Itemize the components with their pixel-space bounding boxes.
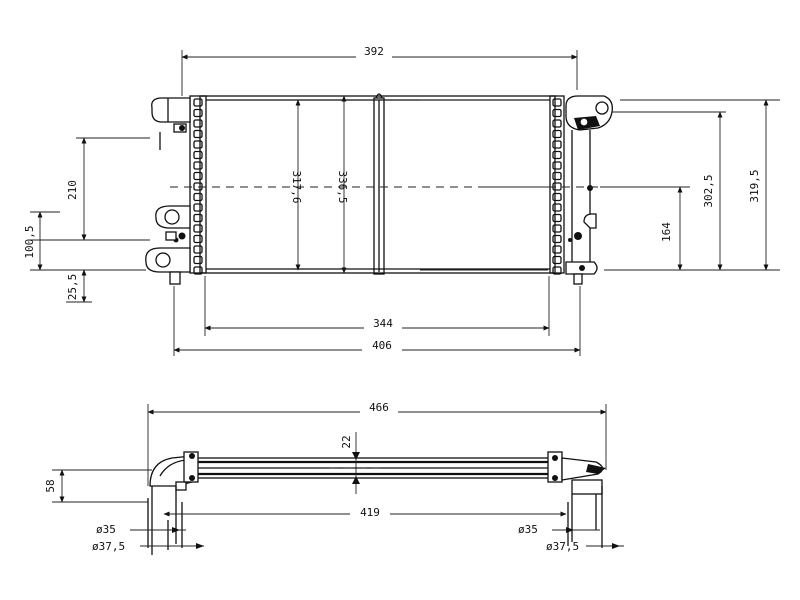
tube-slot xyxy=(552,213,562,223)
front-dimensions: 392 344 406 317,6 336,5 210 100,5 25,5 xyxy=(23,44,780,356)
dim-left-lower: 100,5 xyxy=(23,225,36,258)
dim-tank-height: 336,5 xyxy=(336,170,349,203)
tube-slot xyxy=(552,245,562,254)
tube-slot xyxy=(552,171,562,181)
tube-slot xyxy=(552,203,562,212)
radiator-core xyxy=(199,95,556,274)
right-tube-slots xyxy=(552,98,562,275)
right-header-tank xyxy=(549,95,565,274)
upper-left-inlet xyxy=(151,97,191,150)
tube-slot xyxy=(552,129,562,139)
tube-slot xyxy=(552,255,562,265)
tube-slot xyxy=(552,98,562,107)
tube-slot xyxy=(193,192,203,202)
tube-slot xyxy=(552,182,562,191)
dim-depth: 58 xyxy=(44,479,57,492)
dim-left-bottom: 25,5 xyxy=(66,274,79,301)
dim-right-pipe-outer: ø37,5 xyxy=(546,540,579,553)
dim-core-width: 344 xyxy=(373,317,393,330)
dim-right-outer: 319,5 xyxy=(748,169,761,202)
left-pipe xyxy=(147,486,183,555)
middle-left-fitting xyxy=(155,205,191,243)
front-view xyxy=(145,93,613,285)
tube-slot xyxy=(193,213,203,223)
tube-slot xyxy=(193,129,203,139)
right-end-tank xyxy=(547,451,606,495)
dim-left-pipe-outer: ø37,5 xyxy=(92,540,125,553)
bottom-dimensions: 466 419 58 22 ø35 ø37,5 ø35 ø37,5 xyxy=(44,400,624,553)
tube-slot xyxy=(193,245,203,254)
tube-slot xyxy=(552,119,562,128)
lower-left-outlet xyxy=(145,247,191,285)
tube-slot xyxy=(552,224,562,233)
tube-slot xyxy=(552,192,562,202)
tube-slot xyxy=(552,266,562,275)
dim-inner-length: 419 xyxy=(360,506,380,519)
left-end-tank xyxy=(149,451,199,491)
tube-slot xyxy=(193,150,203,160)
tube-slot xyxy=(552,234,562,244)
tube-slot xyxy=(193,203,203,212)
tube-slot xyxy=(193,140,203,149)
upper-right-fitting xyxy=(565,95,613,131)
dim-right-mid: 164 xyxy=(660,222,673,242)
left-tube-slots xyxy=(193,98,203,275)
tube-slot xyxy=(552,108,562,118)
tube-slot xyxy=(552,161,562,170)
dim-total-width: 406 xyxy=(372,339,392,352)
tube-slot xyxy=(552,150,562,160)
tube-slot xyxy=(193,161,203,170)
dim-core-height: 317,6 xyxy=(290,170,303,203)
dim-right-inner: 302,5 xyxy=(702,174,715,207)
tube-slot xyxy=(193,234,203,244)
dim-right-pipe-inner: ø35 xyxy=(518,523,538,536)
tube-slot xyxy=(193,182,203,191)
tube-slot xyxy=(193,255,203,265)
dim-left-pipe-inner: ø35 xyxy=(96,523,116,536)
tube-slot xyxy=(193,266,203,275)
tube-slot xyxy=(193,119,203,128)
tube-slot xyxy=(552,140,562,149)
tube-slot xyxy=(193,98,203,107)
left-header-tank xyxy=(189,95,207,274)
right-pipe xyxy=(567,486,603,548)
dim-core-depth: 22 xyxy=(340,435,353,448)
tube-slot xyxy=(193,171,203,181)
tube-slot xyxy=(193,108,203,118)
tube-slot xyxy=(193,224,203,233)
dim-overall-length: 466 xyxy=(369,401,389,414)
dim-overall-width: 392 xyxy=(364,45,384,58)
core-side-channel xyxy=(373,97,385,275)
dim-left-upper: 210 xyxy=(66,180,79,200)
bottom-view xyxy=(147,451,606,555)
